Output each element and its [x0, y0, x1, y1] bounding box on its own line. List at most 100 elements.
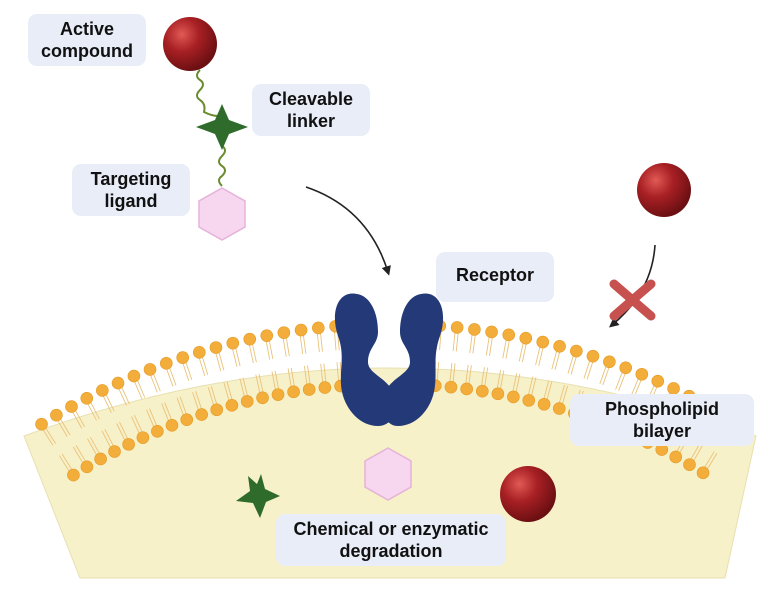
lipid-tail: [452, 363, 456, 383]
label-line: Receptor: [455, 265, 535, 285]
lipid-tail: [290, 367, 295, 387]
lipid-tail: [207, 387, 215, 406]
lipid-head: [65, 400, 78, 413]
lipid-head: [507, 390, 520, 404]
lipid-tail: [567, 355, 574, 374]
lipid-tail: [255, 374, 261, 394]
lipid-head: [586, 349, 600, 363]
label-active-compound: Active compound: [28, 14, 146, 66]
lipid-head: [159, 357, 173, 370]
label-line: Chemical or enzymatic: [293, 519, 489, 539]
lipid-tail: [512, 373, 518, 392]
lipid-head: [450, 321, 464, 334]
label-line: Active: [59, 19, 115, 39]
lipid-tail: [489, 337, 493, 356]
lipid-tail: [468, 365, 472, 385]
lipid-tail: [152, 373, 161, 392]
lipid-head: [136, 431, 150, 444]
lipid-tail: [235, 347, 241, 367]
receptor-left-subunit: [334, 293, 396, 426]
lipid-tail: [481, 367, 485, 387]
label-line: ligand: [104, 191, 158, 211]
lipid-head: [256, 391, 269, 405]
lipid-tail: [531, 377, 537, 396]
lipid-head: [210, 403, 224, 417]
lipid-tail: [615, 371, 623, 390]
lipid-tail: [104, 429, 115, 447]
lipid-head: [67, 468, 80, 482]
lipid-tail: [185, 361, 193, 381]
label-line: degradation: [339, 541, 443, 561]
lipid-head: [122, 438, 135, 451]
lipid-tail: [166, 368, 174, 387]
lipid-tail: [201, 356, 209, 375]
lipid-tail: [521, 343, 527, 363]
lipid-head: [226, 336, 240, 350]
lipid-head: [502, 328, 516, 342]
lipid-head: [318, 381, 332, 394]
lipid-tail: [527, 376, 534, 396]
lipid-head: [667, 382, 680, 395]
lipid-tail: [149, 408, 158, 427]
lipid-tail: [72, 411, 83, 429]
lipid-tail: [105, 394, 115, 412]
lipid-head: [312, 321, 325, 335]
label-line: bilayer: [632, 421, 692, 441]
lipid-tail: [543, 380, 550, 400]
lipid-tail: [119, 421, 129, 440]
lipid-tail: [242, 377, 248, 397]
lipid-tail: [182, 362, 190, 382]
lipid-tail: [87, 438, 98, 456]
lipid-tail: [320, 363, 324, 383]
lipid-tail: [703, 451, 715, 468]
lipid-tail: [586, 361, 594, 380]
lipid-tail: [484, 367, 489, 387]
lipid-head: [287, 385, 300, 399]
lipid-tail: [570, 356, 577, 375]
lipid-tail: [299, 335, 304, 355]
active-compound-sphere: [163, 17, 217, 71]
lipid-head: [80, 460, 94, 474]
label-line: Phospholipid: [605, 399, 719, 419]
lipid-tail: [505, 339, 510, 359]
lipid-head: [696, 466, 710, 480]
lipid-head: [271, 388, 285, 401]
lipid-tail: [195, 391, 203, 410]
lipid-head: [552, 402, 566, 415]
targeting-ligand-hexagon: [198, 187, 246, 241]
lipid-tail: [693, 444, 704, 462]
lipid-tail: [282, 337, 287, 357]
lipid-head: [468, 323, 481, 336]
lipid-tail: [268, 340, 274, 360]
receptor-right-subunit: [382, 293, 444, 426]
lipid-tail: [248, 344, 254, 364]
lipid-tail: [561, 385, 569, 405]
lipid-head: [50, 408, 63, 422]
lipid-head: [570, 344, 583, 358]
lipid-head: [669, 450, 683, 464]
lipid-tail: [169, 367, 177, 386]
lipid-tail: [551, 350, 558, 370]
lipid-tail: [90, 401, 100, 420]
lipid-tail: [176, 397, 184, 416]
lipid-tail: [558, 384, 565, 404]
lipid-head: [294, 323, 308, 337]
lipid-tail: [618, 372, 626, 391]
lipid-tail: [265, 340, 271, 360]
lipid-tail: [251, 343, 257, 363]
lipid-tail: [307, 365, 311, 385]
label-cleavable-linker: Cleavable linker: [252, 84, 370, 136]
lipid-head: [111, 376, 125, 390]
label-line: Targeting: [90, 169, 172, 189]
lipid-tail: [72, 446, 84, 464]
lipid-head: [80, 391, 94, 405]
lipid-tail: [436, 361, 440, 381]
label-phospholipid-bilayer: Phospholipid bilayer: [570, 394, 754, 446]
lipid-head: [553, 340, 566, 353]
lipid-tail: [57, 420, 68, 437]
lipid-tail: [502, 339, 507, 359]
lipid-tail: [303, 365, 308, 385]
label-receptor: Receptor: [436, 252, 554, 302]
lipid-tail: [149, 374, 158, 393]
